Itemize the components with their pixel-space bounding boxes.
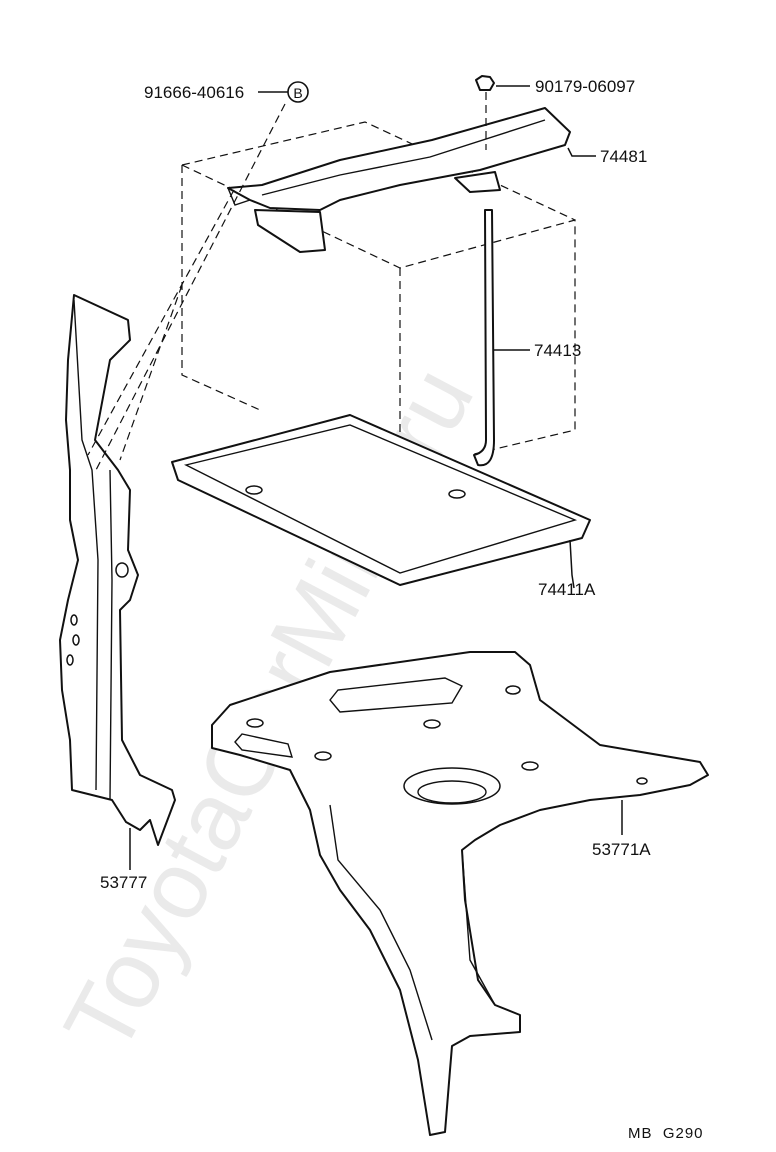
- label-53777: 53777: [100, 873, 147, 892]
- label-53771a: 53771A: [592, 840, 651, 859]
- label-74481: 74481: [600, 147, 647, 166]
- label-74413: 74413: [534, 341, 581, 360]
- callout-b: B: [287, 81, 309, 103]
- svg-text:B: B: [293, 85, 302, 101]
- leader-lines: [129, 85, 623, 870]
- clamp-rod: [473, 209, 495, 467]
- label-90179-06097: 90179-06097: [535, 77, 635, 96]
- battery-bracket: [59, 294, 176, 846]
- label-91666-40616: 91666-40616: [144, 83, 244, 102]
- battery-tray: [171, 414, 591, 586]
- nut: [475, 75, 495, 150]
- diagram-reference: MB G290: [628, 1125, 704, 1142]
- battery-carrier: [211, 651, 709, 1136]
- label-74411a: 74411A: [538, 580, 596, 599]
- battery-clamp: [227, 107, 571, 253]
- phantom-lines: [87, 103, 286, 471]
